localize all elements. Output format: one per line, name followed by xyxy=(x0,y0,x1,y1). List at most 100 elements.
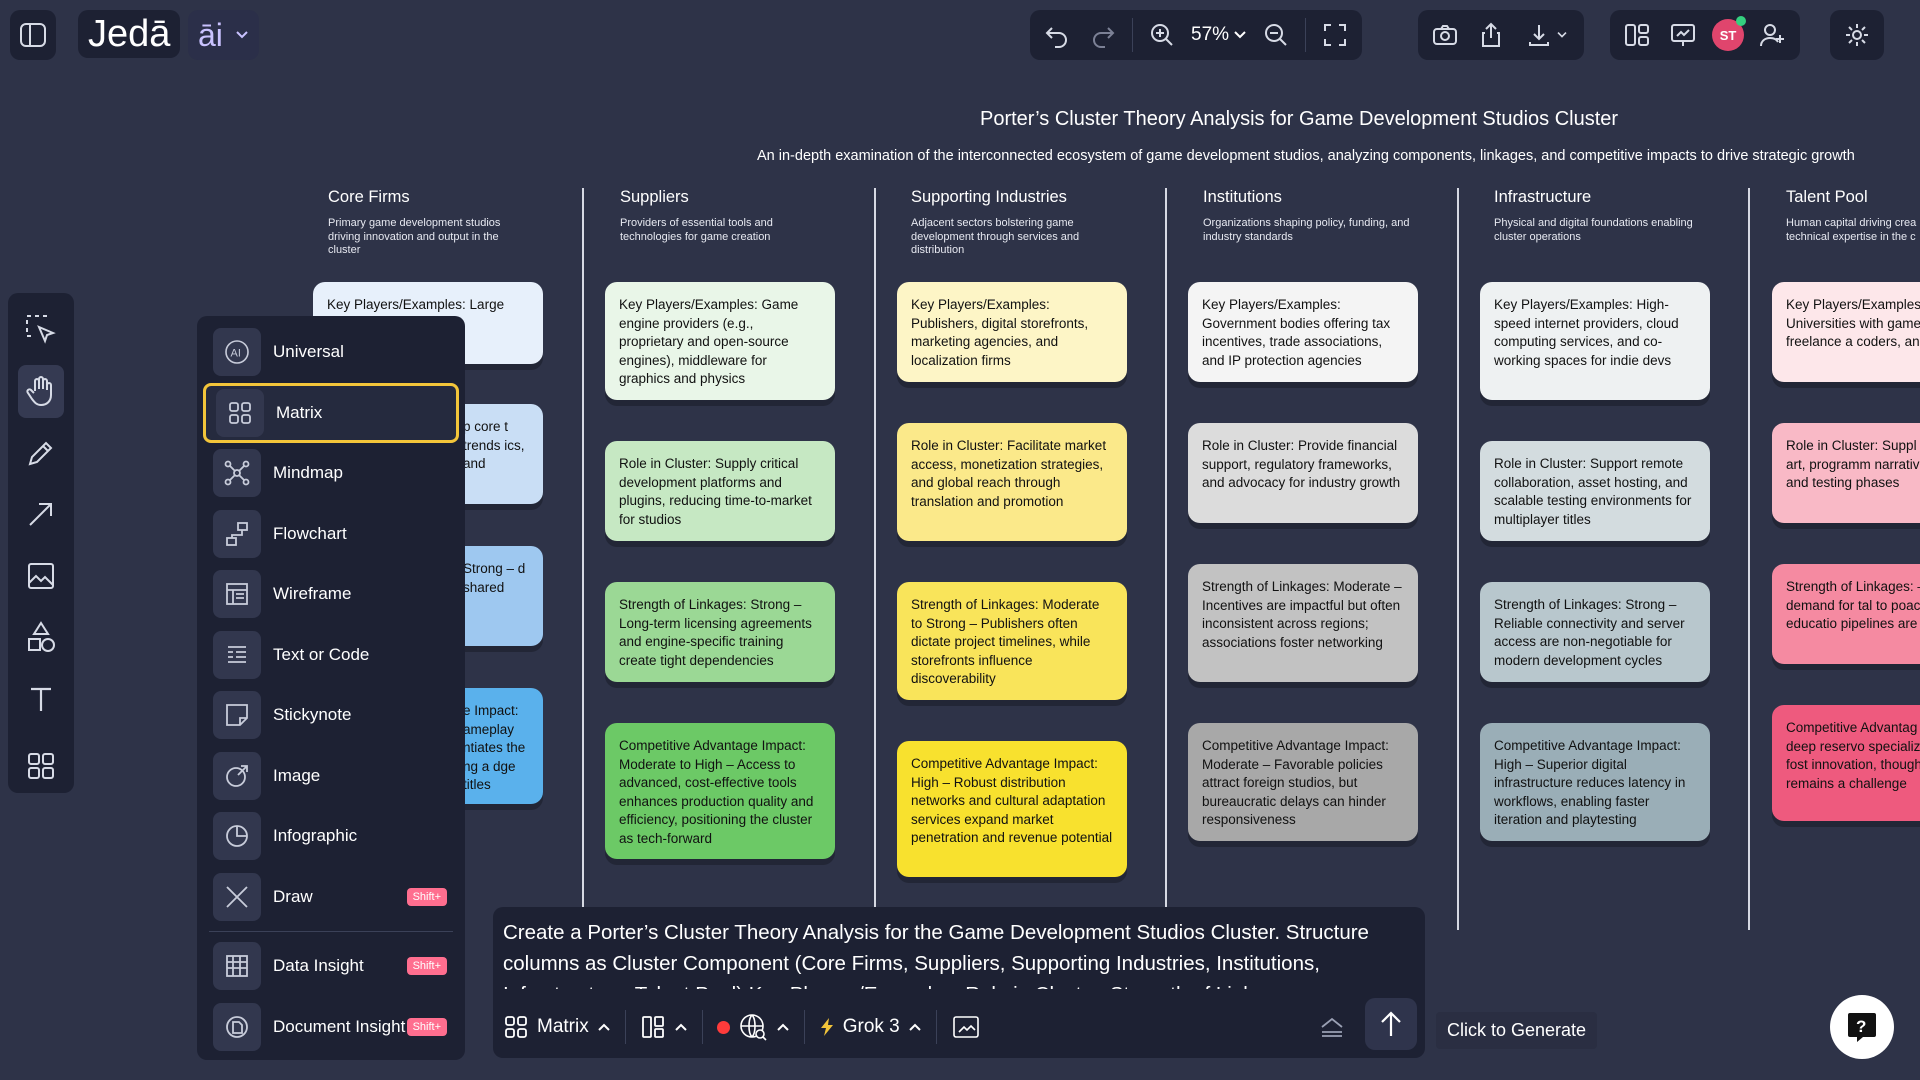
card-suppliers-competitive[interactable]: Competitive Advantage Impact: Moderate t… xyxy=(605,723,835,859)
prompt-options-bar: Matrix Grok 3 xyxy=(503,1004,1415,1050)
card-infrastructure-role[interactable]: Role in Cluster: Support remote collabor… xyxy=(1480,441,1710,541)
canvas-subtitle: An in-depth examination of the interconn… xyxy=(757,148,1855,164)
presentation-icon[interactable] xyxy=(1666,18,1700,52)
card-infrastructure-competitive[interactable]: Competitive Advantage Impact: High – Sup… xyxy=(1480,723,1710,841)
menu-item-label: Infographic xyxy=(273,826,358,846)
gear-icon xyxy=(1840,18,1874,52)
column-title: Supporting Industries xyxy=(911,188,1067,206)
menu-item-label: Mindmap xyxy=(273,463,343,483)
camera-icon[interactable] xyxy=(1428,18,1462,52)
shapes-tool-icon[interactable] xyxy=(18,611,64,665)
card-suppliers-role[interactable]: Role in Cluster: Supply critical develop… xyxy=(605,441,835,541)
column-divider xyxy=(1165,188,1167,930)
menu-item-label: Text or Code xyxy=(273,644,370,664)
layout-selector[interactable] xyxy=(640,1014,688,1040)
card-talent-linkages[interactable]: Strength of Linkages: – High demand for … xyxy=(1772,564,1920,664)
arrow-tool-icon[interactable] xyxy=(18,488,64,542)
templates-tool-icon[interactable] xyxy=(18,740,64,794)
user-avatar[interactable]: ST xyxy=(1712,16,1746,51)
undo-icon[interactable] xyxy=(1040,18,1074,52)
fit-screen-icon[interactable] xyxy=(1318,18,1352,52)
menu-item-text-or-code[interactable]: Text or Code xyxy=(203,625,459,686)
collapse-icon xyxy=(1321,1017,1343,1037)
generate-tooltip: Click to Generate xyxy=(1436,1012,1598,1049)
matrix-icon xyxy=(505,1016,527,1038)
card-supporting-role[interactable]: Role in Cluster: Facilitate market acces… xyxy=(897,423,1127,541)
menu-item-label: Data Insight xyxy=(273,956,364,976)
card-supporting-key-players[interactable]: Key Players/Examples: Publishers, digita… xyxy=(897,282,1127,382)
pencil-tool-icon[interactable] xyxy=(18,426,64,480)
zoom-in-icon[interactable] xyxy=(1145,18,1179,52)
card-talent-key-players[interactable]: Key Players/Examples Universities with g… xyxy=(1772,282,1920,382)
menu-item-matrix[interactable]: Matrix xyxy=(203,382,459,443)
menu-item-flowchart[interactable]: Flowchart xyxy=(203,504,459,565)
view-toolbar: ST xyxy=(1610,10,1800,60)
prompt-input[interactable]: Create a Porter’s Cluster Theory Analysi… xyxy=(503,921,1369,989)
menu-item-image[interactable]: Image xyxy=(203,746,459,807)
zoom-out-icon[interactable] xyxy=(1259,18,1293,52)
edit-toolbar: 57% xyxy=(1030,10,1363,60)
shortcut-badge: Shift+ xyxy=(406,1017,447,1036)
collapse-prompt-button[interactable] xyxy=(1319,1015,1345,1039)
prompt-panel: Create a Porter’s Cluster Theory Analysi… xyxy=(493,907,1425,1058)
redo-icon[interactable] xyxy=(1086,18,1120,52)
mode-selector[interactable]: Matrix xyxy=(503,1014,611,1040)
card-infrastructure-key-players[interactable]: Key Players/Examples: High-speed interne… xyxy=(1480,282,1710,400)
card-institutions-role[interactable]: Role in Cluster: Provide financial suppo… xyxy=(1188,423,1418,523)
select-tool-icon[interactable] xyxy=(18,303,64,357)
hand-tool-icon[interactable] xyxy=(18,364,64,418)
card-talent-role[interactable]: Role in Cluster: Suppl labor for art, pr… xyxy=(1772,423,1920,523)
sidebar-toggle-button[interactable] xyxy=(10,10,56,60)
share-upload-icon[interactable] xyxy=(1474,18,1508,52)
card-supporting-competitive[interactable]: Competitive Advantage Impact: High – Rob… xyxy=(897,741,1127,877)
stickynote-icon xyxy=(213,691,261,740)
card-institutions-competitive[interactable]: Competitive Advantage Impact: Moderate –… xyxy=(1188,723,1418,841)
layout-panel-icon[interactable] xyxy=(1620,18,1654,52)
image-tool-icon[interactable] xyxy=(18,549,64,603)
card-supporting-linkages[interactable]: Strength of Linkages: Moderate to Strong… xyxy=(897,582,1127,700)
model-selector[interactable]: Grok 3 xyxy=(819,1016,922,1038)
mode-label: Matrix xyxy=(537,1016,589,1037)
column-description: Providers of essential tools and technol… xyxy=(620,217,773,243)
talent-pool-clip: Key Players/Examples Universities with g… xyxy=(1770,270,1920,830)
menu-item-data-insight[interactable]: Data Insight Shift+ xyxy=(203,936,459,997)
card-talent-competitive[interactable]: Competitive Advantag High – A deep reser… xyxy=(1772,705,1920,821)
ai-menu-button[interactable]: āi xyxy=(188,10,259,60)
text-tool-icon[interactable] xyxy=(18,672,64,726)
menu-item-mindmap[interactable]: Mindmap xyxy=(203,443,459,504)
menu-item-infographic[interactable]: Infographic xyxy=(203,806,459,867)
menu-item-wireframe[interactable]: Wireframe xyxy=(203,564,459,625)
shortcut-badge: Shift+ xyxy=(406,887,447,906)
text-code-icon xyxy=(213,630,261,679)
add-user-icon[interactable] xyxy=(1756,18,1790,52)
column-divider xyxy=(874,188,876,930)
card-institutions-key-players[interactable]: Key Players/Examples: Government bodies … xyxy=(1188,282,1418,382)
download-icon[interactable] xyxy=(1520,18,1574,52)
card-infrastructure-linkages[interactable]: Strength of Linkages: Strong – Reliable … xyxy=(1480,582,1710,682)
card-suppliers-linkages[interactable]: Strength of Linkages: Strong – Long-term… xyxy=(605,582,835,682)
toolbar-divider xyxy=(1132,18,1133,52)
column-title: Infrastructure xyxy=(1494,188,1592,206)
layout-icon xyxy=(641,1016,664,1038)
chevron-up-icon xyxy=(675,1023,687,1031)
generate-button[interactable] xyxy=(1365,998,1417,1050)
card-institutions-linkages[interactable]: Strength of Linkages: Moderate – Incenti… xyxy=(1188,564,1418,682)
web-search-selector[interactable] xyxy=(716,1012,790,1042)
avatar-initials: ST xyxy=(1719,27,1737,43)
matrix-icon xyxy=(216,388,264,437)
attach-button[interactable] xyxy=(951,1013,981,1041)
shortcut-badge: Shift+ xyxy=(406,957,447,976)
menu-item-stickynote[interactable]: Stickynote xyxy=(203,685,459,746)
settings-button[interactable] xyxy=(1830,10,1884,60)
card-suppliers-key-players[interactable]: Key Players/Examples: Game engine provid… xyxy=(605,282,835,400)
column-title: Institutions xyxy=(1203,188,1282,206)
menu-divider xyxy=(209,931,453,932)
help-button[interactable]: ? xyxy=(1830,995,1894,1059)
zoom-dropdown[interactable]: 57% xyxy=(1191,24,1247,46)
